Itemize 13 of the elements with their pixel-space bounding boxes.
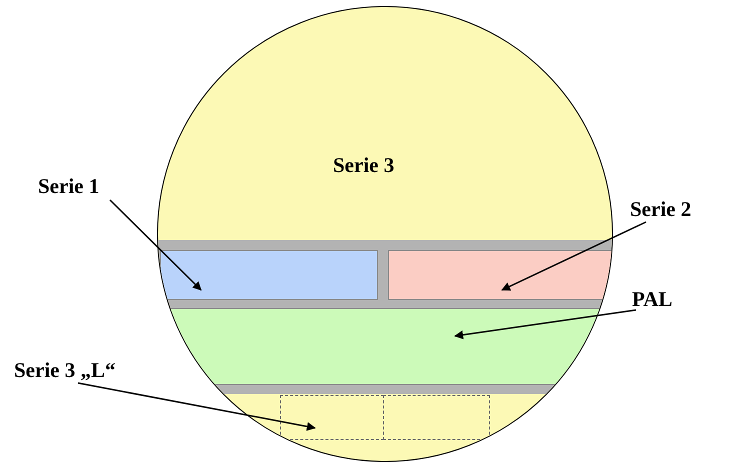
- part-label: Serie 2: [630, 197, 692, 222]
- part-label: Serie 3 „L“: [14, 358, 116, 383]
- left-segment: [160, 250, 378, 300]
- dashed-cell: [280, 395, 384, 440]
- dashed-cell: [383, 395, 490, 440]
- right-segment: [388, 250, 612, 300]
- leader-line: [109, 199, 202, 291]
- part-label: Serie 1: [38, 174, 100, 199]
- section-label: Serie 3: [333, 153, 394, 178]
- leader-line: [501, 221, 646, 291]
- leader-line: [78, 382, 316, 431]
- leader-line: [454, 309, 636, 340]
- part-label: PAL: [632, 287, 672, 312]
